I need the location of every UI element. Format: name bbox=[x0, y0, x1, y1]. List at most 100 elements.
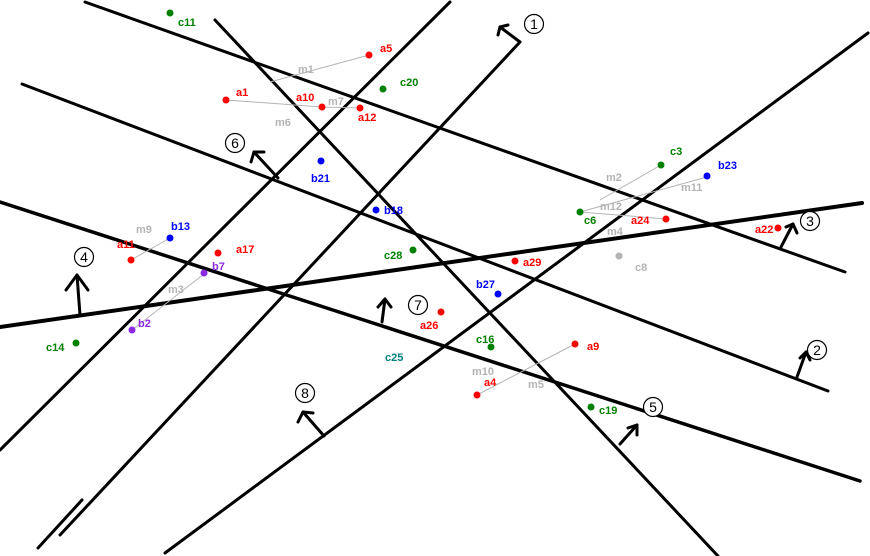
point-c6: c6 bbox=[576, 208, 596, 227]
point-dot bbox=[409, 246, 417, 254]
line-label-6: 6 bbox=[224, 132, 246, 154]
point-label: m10 bbox=[472, 366, 494, 378]
point-label: b27 bbox=[476, 279, 495, 291]
connector-c6-a24 bbox=[579, 211, 667, 220]
point-dot bbox=[473, 391, 481, 399]
line-label-circle bbox=[294, 382, 316, 404]
point-dot bbox=[615, 252, 623, 260]
point-dot bbox=[487, 343, 495, 351]
line-label-text: 2 bbox=[813, 342, 821, 358]
point-dot bbox=[365, 51, 373, 59]
point-label: a12 bbox=[358, 112, 376, 124]
line-label-text: 5 bbox=[649, 399, 657, 415]
point-m5: m5 bbox=[528, 379, 544, 391]
line-c bbox=[0, 200, 862, 483]
arrow-7-icon bbox=[376, 297, 393, 324]
line-e bbox=[213, 18, 720, 556]
point-dot bbox=[511, 257, 519, 265]
arrow-4-icon bbox=[64, 273, 90, 317]
point-label: a1 bbox=[236, 87, 248, 99]
line-label-text: 4 bbox=[80, 249, 88, 265]
point-label: m1 bbox=[298, 64, 314, 76]
point-dot bbox=[222, 96, 230, 104]
point-m9: m9 bbox=[136, 224, 152, 236]
point-a29: a29 bbox=[511, 257, 541, 269]
point-dot bbox=[166, 234, 174, 242]
line-label-circle bbox=[806, 339, 828, 361]
line-i-stub bbox=[36, 498, 84, 550]
line-label-text: 1 bbox=[530, 16, 538, 32]
point-label: c8 bbox=[635, 262, 647, 274]
point-label: m3 bbox=[168, 284, 184, 296]
connector-c6-b23 bbox=[579, 176, 708, 213]
point-dot bbox=[587, 403, 595, 411]
point-label: b7 bbox=[212, 261, 225, 273]
point-dot bbox=[703, 172, 711, 180]
point-a1: a1 bbox=[222, 87, 248, 104]
point-label: m5 bbox=[528, 379, 544, 391]
point-label: b2 bbox=[138, 318, 151, 330]
point-m6: m6 bbox=[275, 117, 291, 129]
point-c16: c16 bbox=[476, 334, 495, 351]
point-dot bbox=[774, 224, 782, 232]
point-label: c16 bbox=[476, 334, 494, 346]
connector-a10-a5 bbox=[269, 54, 370, 83]
point-a5: a5 bbox=[365, 43, 392, 59]
point-label: b23 bbox=[718, 160, 737, 172]
point-label: b21 bbox=[311, 173, 330, 185]
point-label: m11 bbox=[681, 182, 702, 194]
point-label: m4 bbox=[607, 226, 624, 238]
point-label: b18 bbox=[384, 205, 403, 217]
point-dot bbox=[127, 256, 135, 264]
point-dot bbox=[571, 340, 579, 348]
connectors bbox=[130, 54, 708, 396]
line-label-5: 5 bbox=[642, 396, 664, 418]
connector-a4-a9 bbox=[476, 343, 576, 396]
point-dot bbox=[494, 290, 502, 298]
point-c20: c20 bbox=[379, 77, 418, 93]
point-dot bbox=[214, 249, 222, 257]
point-m3: m3 bbox=[168, 284, 184, 296]
connector-a11-b13 bbox=[130, 237, 171, 261]
arrow-2-icon bbox=[795, 350, 812, 379]
arrow-8-icon bbox=[296, 410, 326, 438]
point-label: c20 bbox=[400, 77, 418, 89]
point-dot bbox=[72, 339, 80, 347]
point-label: a24 bbox=[631, 215, 650, 227]
point-m7: m7 bbox=[328, 96, 344, 108]
point-a11: a11 bbox=[117, 239, 135, 264]
point-b21: b21 bbox=[311, 157, 330, 185]
direction-arrows bbox=[64, 23, 812, 446]
connector-a10-a12 bbox=[321, 106, 361, 109]
point-m11: m11 bbox=[681, 182, 702, 194]
point-label: m9 bbox=[136, 224, 152, 236]
line-label-circle bbox=[407, 294, 429, 316]
point-label: c28 bbox=[384, 250, 402, 262]
line-label-8: 8 bbox=[294, 382, 316, 404]
point-dot bbox=[166, 9, 174, 17]
point-label: m12 bbox=[600, 201, 622, 213]
point-dot bbox=[317, 157, 325, 165]
point-c11: c11 bbox=[166, 9, 196, 29]
point-m4: m4 bbox=[607, 226, 624, 238]
point-b13: b13 bbox=[166, 221, 190, 242]
line-b bbox=[20, 82, 830, 393]
point-dot bbox=[437, 308, 445, 316]
point-a17: a17 bbox=[214, 244, 254, 257]
point-b23: b23 bbox=[703, 160, 737, 180]
point-a4: a4 bbox=[473, 377, 497, 399]
point-label: a10 bbox=[296, 92, 314, 104]
point-b27: b27 bbox=[476, 279, 502, 298]
connector-b2-b7 bbox=[131, 273, 205, 331]
line-label-4: 4 bbox=[73, 246, 95, 268]
line-label-text: 7 bbox=[414, 297, 422, 313]
point-label: a4 bbox=[484, 377, 497, 389]
line-f bbox=[0, 0, 452, 452]
point-label: a11 bbox=[117, 239, 135, 251]
line-label-2: 2 bbox=[806, 339, 828, 361]
point-c14: c14 bbox=[46, 339, 80, 354]
line-label-circle bbox=[642, 396, 664, 418]
